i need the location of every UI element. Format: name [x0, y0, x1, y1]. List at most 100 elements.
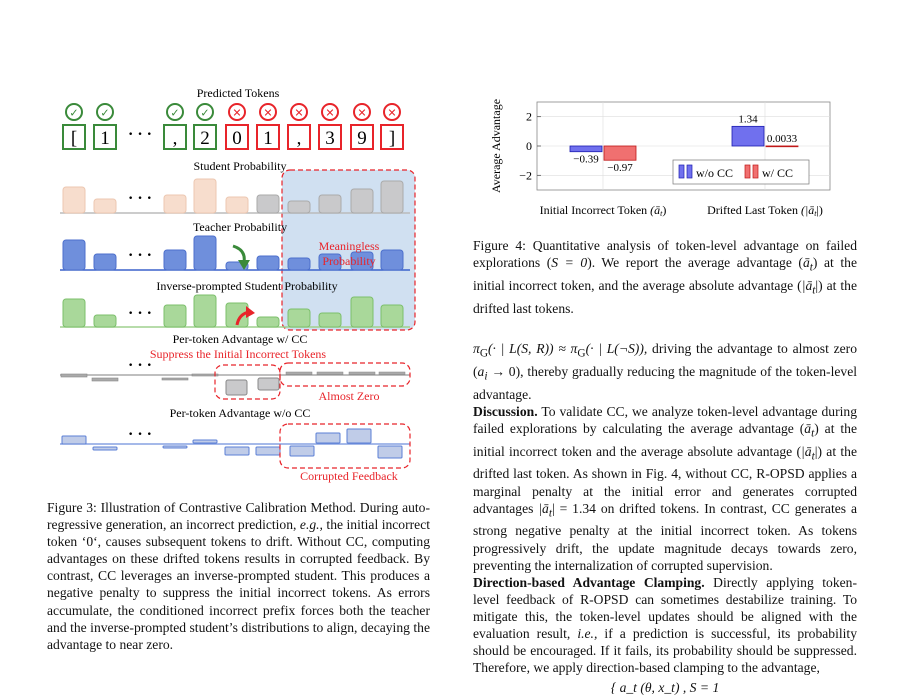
check-icon: [166, 103, 184, 121]
category-label-initial-sub: t: [660, 209, 663, 218]
probability-bar: [193, 178, 217, 214]
para1-arrow: → 0: [487, 363, 516, 379]
category-label-drifted: Drifted Last Token (|āt|): [707, 203, 823, 218]
bars-ellipsis: · · ·: [128, 357, 152, 374]
cap4-at1-sub: t: [809, 261, 813, 274]
direction-heading: Direction-based Advantage Clamping.: [473, 574, 705, 590]
almost-zero-region: [279, 362, 411, 387]
figure-3-caption: Figure 3: Illustration of Contrastive Ca…: [47, 499, 430, 653]
cross-mark: ✕: [232, 107, 241, 120]
corrupted-region: [279, 423, 411, 469]
cross-icon: [228, 103, 246, 121]
token-box: [193, 124, 217, 150]
suppress-label: Suppress the Initial Incorrect Tokens: [150, 347, 327, 361]
disc-val-sub: t: [548, 507, 552, 520]
legend-label-without-cc: w/o CC: [696, 166, 733, 180]
y-tick-label: −2: [519, 168, 532, 182]
advantage-without-cc-bars: · · ·: [60, 426, 410, 459]
check-mark: ✓: [200, 107, 209, 120]
category-label-drifted-math: (|ā: [801, 203, 814, 217]
token-text: ,: [173, 128, 178, 149]
advantage-bar: [92, 446, 118, 451]
token-text: ]: [389, 128, 395, 149]
down-arrow-icon: [232, 244, 246, 263]
eq1-sub2: G: [577, 347, 586, 360]
paragraph-discussion: Discussion. To validate CC, we analyze t…: [473, 403, 857, 574]
category-label-initial: Initial Incorrect Token (āt): [540, 203, 667, 218]
disc-at2-sub: t: [811, 450, 815, 463]
cap3-lead: Figure 3: Illustration of Contrastive Ca…: [47, 500, 430, 533]
probability-bar: [318, 253, 342, 271]
category-label-initial-math: (ā: [650, 203, 660, 217]
data-label: 0.0033: [767, 133, 798, 145]
advantage-bar: [257, 377, 280, 391]
probability-bar: [350, 296, 374, 328]
category-label-initial-end: ): [662, 203, 666, 217]
up-arrow-head: [246, 306, 255, 318]
bar: [569, 145, 603, 153]
eq1-pi: π: [473, 341, 480, 356]
probability-bar: [163, 304, 187, 328]
token-text: ,: [297, 128, 302, 149]
equation-2: { a_t (θ, x_t) , S = 1: [610, 680, 720, 696]
probability-bar: [318, 312, 342, 328]
paragraph-direction: Direction-based Advantage Clamping. Dire…: [473, 574, 857, 677]
cap4-at1: ā: [802, 255, 810, 271]
adv-with-cc-label: Per-token Advantage w/ CC: [173, 332, 308, 346]
cross-mark: ✕: [357, 107, 366, 120]
cross-icon: [290, 103, 308, 121]
teacher-probability-bars: · · ·: [60, 235, 410, 271]
category-label-initial-text: Initial Incorrect Token: [540, 203, 648, 217]
cap4-s0: S = 0: [551, 255, 588, 271]
advantage-bar: [225, 379, 248, 396]
legend-label-with-cc: w/ CC: [762, 166, 793, 180]
advantage-bar: [346, 428, 372, 444]
probability-bar: [256, 194, 280, 214]
token-text: 1: [100, 128, 110, 149]
token-text: 1: [263, 128, 273, 149]
advantage-bar: [316, 371, 344, 375]
probability-bar: [350, 188, 374, 214]
advantage-bar: [378, 371, 406, 375]
probability-bar: [163, 249, 187, 271]
probability-bar: [93, 198, 117, 214]
disc-val-end: | = 1.34: [551, 500, 596, 516]
check-icon: [65, 103, 83, 121]
check-icon: [96, 103, 114, 121]
cap4-at2-sub: t: [812, 284, 816, 297]
probability-bar: [193, 294, 217, 328]
cross-icon: [353, 103, 371, 121]
bars-ellipsis: · · ·: [128, 305, 152, 322]
corrupted-label: Corrupted Feedback: [300, 469, 398, 483]
token-text: 2: [200, 128, 210, 149]
probability-bar: [93, 253, 117, 271]
dir-2: if a prediction is successful, its proba…: [473, 626, 858, 676]
advantage-bar: [224, 446, 250, 456]
probability-bar: [225, 196, 249, 214]
token-text: 3: [325, 128, 335, 149]
token-box: [163, 124, 187, 150]
cap4-p2: ). We report the average advantage (: [587, 255, 803, 271]
advantage-bar: [289, 445, 315, 457]
token-text: 9: [357, 128, 367, 149]
advantage-bar: [60, 373, 88, 378]
eq1-sub: G: [479, 347, 488, 360]
probability-bar: [193, 235, 217, 271]
paragraph-1: πG(· | L(S, R)) ≈ πG(· | L(¬S)), driving…: [473, 340, 857, 403]
data-label: −0.97: [607, 162, 633, 174]
probability-bar: [318, 194, 342, 214]
token-box: [93, 124, 117, 150]
check-icon: [196, 103, 214, 121]
probability-bar: [256, 316, 280, 328]
token-box: [225, 124, 249, 150]
probability-bar: [287, 257, 311, 271]
probability-bar: [62, 186, 86, 214]
advantage-bar: [161, 377, 189, 381]
advantage-bar: [348, 371, 376, 375]
dir-1: Directly applying token-level feedback o…: [473, 574, 858, 641]
category-label-drifted-end: |): [817, 203, 823, 217]
legend-swatch-with-cc: [744, 164, 751, 179]
meaningless-label: Meaningless: [319, 239, 380, 253]
token-box: [350, 124, 374, 150]
cap4-at2: |ā: [801, 277, 813, 293]
